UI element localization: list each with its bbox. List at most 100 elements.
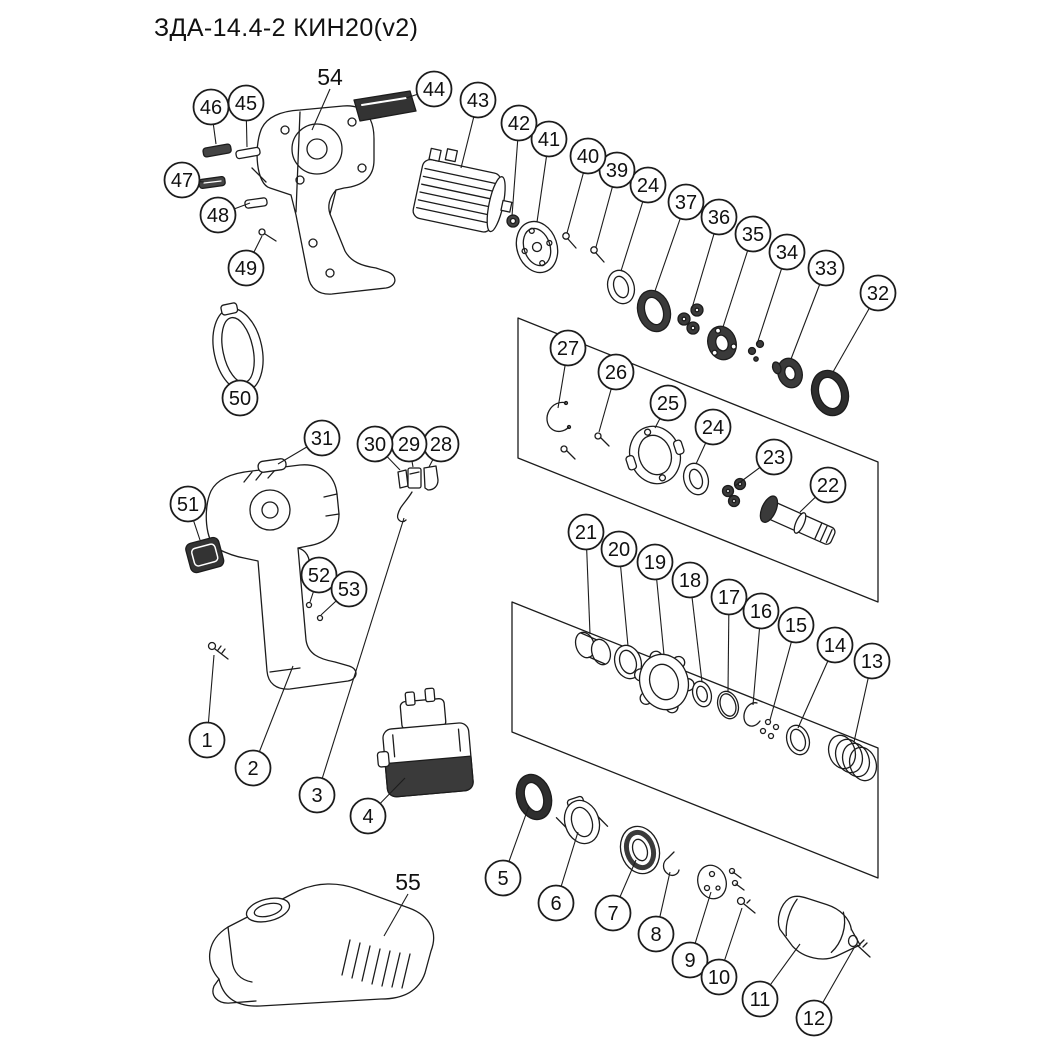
callout-balloon-8: 8 [637,915,675,953]
part-number-6: 6 [550,893,561,915]
part-4-battery [376,687,474,798]
part-number-47: 47 [171,170,193,192]
part-33-gear [771,357,803,389]
part-number-29: 29 [398,434,420,456]
part-number-27: 27 [557,338,579,360]
part-14-ring [785,724,811,756]
callout-balloon-49: 49 [227,249,265,287]
part-13-spring [827,734,878,782]
part-number-48: 48 [207,205,229,227]
part-36-planet-gears [677,303,704,335]
callout-balloon-20: 20 [600,530,638,568]
part-number-17: 17 [718,587,740,609]
part-number-14: 14 [824,635,846,657]
part-number-25: 25 [657,393,679,415]
callout-balloon-53: 53 [330,570,368,608]
callout-balloon-18: 18 [671,561,709,599]
part-22-output-shaft [759,495,836,545]
part-number-41: 41 [538,129,560,151]
callout-balloon-12: 12 [795,999,833,1037]
callout-balloon-13: 13 [853,642,891,680]
callout-balloon-40: 40 [569,137,607,175]
part-number-13: 13 [861,651,883,673]
callout-balloon-24: 24 [629,166,667,204]
part-9-brake-plate [697,864,745,900]
part-44-top-cap [353,90,417,122]
part-number-23: 23 [763,447,785,469]
callout-balloon-27: 27 [549,329,587,367]
callout-balloon-50: 50 [221,379,259,417]
part-number-51: 51 [177,494,199,516]
part-1-screw [207,641,229,660]
callout-balloon-37: 37 [667,183,705,221]
part-15-balls [759,718,780,740]
part-number-2: 2 [247,758,258,780]
part-27-retaining-ring [546,400,576,460]
part-number-31: 31 [311,428,333,450]
part-39-screw [590,246,605,263]
part-number-42: 42 [508,113,530,135]
part-45-plate [235,146,267,183]
callout-balloon-25: 25 [649,384,687,422]
diagram-title: ЗДА-14.4-2 КИН20(v2) [154,14,419,42]
part-11-chuck [777,895,861,960]
part-number-15: 15 [785,615,807,637]
part-7-torque-ring [619,825,661,875]
part-19-clutch-housing [634,650,695,714]
part-18-washer [691,680,713,708]
part-number-4: 4 [362,806,373,828]
part-number-53: 53 [338,579,360,601]
part-number-52: 52 [308,565,330,587]
part-10-screw [736,896,756,914]
callout-balloon-36: 36 [700,198,738,236]
part-number-32: 32 [867,283,889,305]
callout-balloon-44: 44 [415,70,453,108]
callout-balloon-3: 3 [298,776,336,814]
part-28-trigger [423,465,439,491]
part-number-5: 5 [497,868,508,890]
part-55-charger [209,883,435,1007]
assembly-box-gear-stage [517,317,879,603]
callout-balloon-31: 31 [303,419,341,457]
part-number-18: 18 [679,570,701,592]
callout-balloon-1: 1 [188,721,226,759]
part-47-plate [198,175,226,190]
assembly-box-clutch-stage [511,601,879,879]
part-number-54: 54 [317,64,343,90]
part-number-40: 40 [577,146,599,168]
part-24-washer-b [682,462,710,496]
part-number-24: 24 [702,417,724,439]
part-number-1: 1 [201,730,212,752]
leader-line-55 [383,893,409,937]
part-number-30: 30 [364,434,386,456]
part-49-screw [258,228,277,242]
callout-balloon-4: 4 [349,797,387,835]
part-54-housing-half [256,105,396,295]
callout-balloon-39: 39 [598,151,636,189]
part-30-bracket [397,469,409,489]
part-number-20: 20 [608,539,630,561]
part-26-screw [594,432,610,447]
part-number-12: 12 [803,1008,825,1030]
part-43-motor [412,147,513,233]
part-label-54: 54 [317,64,343,90]
part-number-24: 24 [637,175,659,197]
part-number-9: 9 [684,950,695,972]
callout-balloon-47: 47 [163,161,201,199]
part-number-37: 37 [675,192,697,214]
part-32-ring-gear [810,369,850,417]
callout-balloon-45: 45 [227,84,265,122]
callout-balloon-16: 16 [742,592,780,630]
part-number-3: 3 [311,785,322,807]
part-48-plate [244,197,268,209]
exploded-parts-artwork [185,90,879,1007]
part-number-11: 11 [750,989,771,1011]
callout-balloon-17: 17 [710,578,748,616]
part-29-switch [407,467,422,489]
part-16-circlip [743,702,761,727]
part-number-35: 35 [742,224,764,246]
callout-balloon-42: 42 [500,104,538,142]
callout-balloon-23: 23 [755,438,793,476]
